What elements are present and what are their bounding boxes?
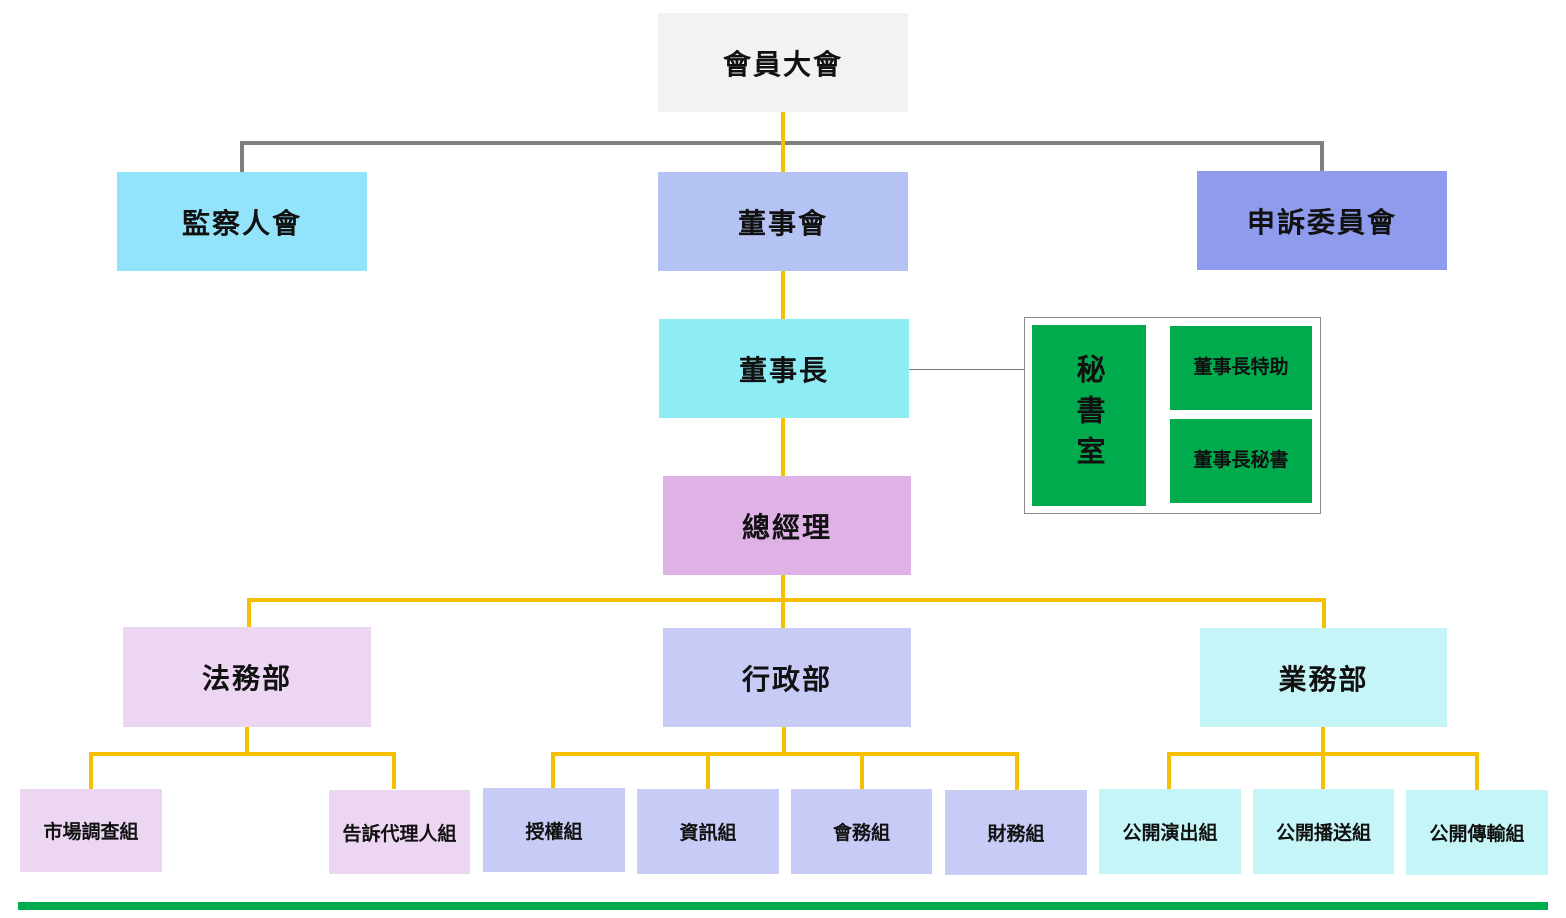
connector-chairman-secretariat (908, 369, 1025, 370)
business-drop-1 (1167, 752, 1171, 790)
connector-assembly-board (781, 112, 785, 172)
public-transmission-group-box: 公開傳輸組 (1406, 790, 1548, 875)
bottom-accent-bar (18, 902, 1548, 910)
business-department-box: 業務部 (1200, 628, 1447, 727)
connector-chairman-gm (781, 418, 785, 476)
connector-board-chairman (781, 271, 785, 320)
information-group-box: 資訊組 (637, 789, 779, 874)
business-drop-3 (1475, 752, 1479, 791)
general-assembly-box: 會員大會 (658, 13, 908, 112)
chairman-box: 董事長 (659, 319, 909, 418)
general-manager-box: 總經理 (663, 476, 911, 575)
drop-business (1322, 598, 1326, 628)
licensing-group-box: 授權組 (483, 788, 625, 872)
legal-trunk (245, 727, 249, 754)
secretariat-box: 秘書室 (1032, 325, 1146, 506)
drop-legal (247, 598, 251, 628)
special-assistant-box: 董事長特助 (1170, 326, 1312, 410)
public-broadcast-group-box: 公開播送組 (1253, 789, 1394, 874)
gray-drop-supervisors (240, 141, 244, 172)
gray-drop-appeals (1320, 141, 1324, 172)
chairman-secretary-box: 董事長秘書 (1170, 419, 1312, 503)
membership-group-box: 會務組 (791, 789, 932, 874)
finance-group-box: 財務組 (945, 790, 1087, 875)
business-trunk (1321, 727, 1325, 790)
admin-drop-1 (551, 752, 555, 789)
business-bar (1167, 752, 1479, 756)
connector-departments-bar (247, 598, 1326, 602)
legal-bar (89, 752, 396, 756)
legal-drop-2 (392, 752, 396, 789)
public-performance-group-box: 公開演出組 (1099, 789, 1241, 874)
admin-bar (551, 752, 1019, 756)
admin-drop-4 (1015, 752, 1019, 791)
board-box: 董事會 (658, 172, 908, 271)
admin-department-box: 行政部 (663, 628, 911, 727)
legal-drop-1 (89, 752, 93, 789)
legal-department-box: 法務部 (123, 627, 371, 727)
litigation-agent-group-box: 告訴代理人組 (329, 790, 470, 874)
appeals-committee-box: 申訴委員會 (1197, 171, 1447, 270)
supervisors-box: 監察人會 (117, 172, 367, 271)
admin-trunk (782, 727, 786, 754)
market-research-group-box: 市場調查組 (20, 789, 162, 872)
admin-drop-3 (860, 752, 864, 790)
admin-drop-2 (706, 752, 710, 790)
